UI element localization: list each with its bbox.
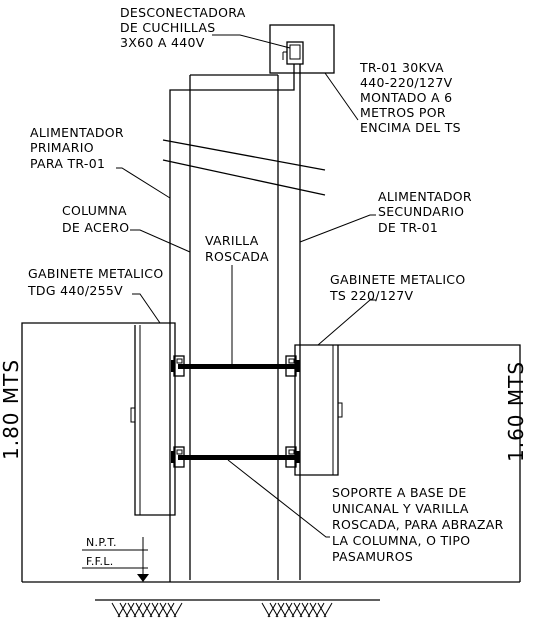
support-label: SOPORTE A BASE DE UNICANAL Y VARILLA ROS… (332, 485, 504, 564)
threaded-rod-lower (171, 446, 300, 468)
disconnector-switch-icon (282, 41, 304, 65)
support-line-2: UNICANAL Y VARILLA (332, 501, 469, 516)
column-break-lines (162, 139, 326, 196)
secondary-feeder-line-2: SECUNDARIO (378, 204, 464, 219)
transformer-label: TR-01 30KVA 440-220/127V MONTADO A 6 MET… (359, 60, 461, 135)
transformer-line-3: MONTADO A 6 (360, 90, 452, 105)
cabinet-ts-line-2: TS 220/127V (329, 288, 413, 303)
cabinet-tdg (21, 322, 176, 582)
steel-column-line-1: COLUMNA (62, 203, 127, 218)
secondary-feeder-label: ALIMENTADOR SECUNDARIO DE TR-01 (378, 189, 472, 235)
support-line-4: LA COLUMNA, O TIPO (332, 533, 470, 548)
npt-label: N.P.T. (86, 536, 117, 549)
steel-column-line-2: DE ACERO (62, 220, 129, 235)
left-height-dimension: 1.80 MTS (0, 359, 23, 460)
threaded-rod-line-2: ROSCADA (205, 249, 269, 264)
cabinet-tdg-line-2: TDG 440/255V (27, 283, 123, 298)
leader-lines (116, 34, 376, 538)
threaded-rod-line-1: VARILLA (205, 233, 259, 248)
level-marker: N.P.T. F.F.L. (82, 536, 149, 582)
secondary-feeder-line-1: ALIMENTADOR (378, 189, 472, 204)
ground-hatch (95, 599, 380, 618)
cabinet-tdg-label: GABINETE METALICO TDG 440/255V (27, 266, 163, 298)
support-line-3: ROSCADA, PARA ABRAZAR (332, 517, 504, 532)
transformer-line-1: TR-01 30KVA (359, 60, 444, 75)
cabinet-ts (294, 344, 521, 582)
disconnector-line-1: DESCONECTADORA (120, 5, 246, 20)
transformer-box (269, 24, 335, 74)
primary-feeder-label: ALIMENTADOR PRIMARIO PARA TR-01 (30, 125, 124, 171)
transformer-line-2: 440-220/127V (360, 75, 453, 90)
cabinet-tdg-line-1: GABINETE METALICO (28, 266, 163, 281)
right-height-dimension: 1.60 MTS (504, 361, 528, 462)
support-line-5: PASAMUROS (332, 549, 413, 564)
primary-feeder-conduit (169, 64, 295, 582)
primary-feeder-line-3: PARA TR-01 (30, 156, 105, 171)
disconnector-line-2: DE CUCHILLAS (120, 20, 216, 35)
transformer-line-5: ENCIMA DEL TS (360, 120, 461, 135)
transformer-line-4: METROS POR (360, 105, 446, 120)
support-line-1: SOPORTE A BASE DE (332, 485, 467, 500)
primary-feeder-line-1: ALIMENTADOR (30, 125, 124, 140)
secondary-feeder-line-3: DE TR-01 (378, 220, 438, 235)
steel-column-label: COLUMNA DE ACERO (62, 203, 129, 235)
disconnector-line-3: 3X60 A 440V (120, 35, 205, 50)
threaded-rod-upper (171, 355, 300, 377)
ffl-label: F.F.L. (86, 555, 114, 568)
steel-column (189, 74, 279, 580)
cabinet-ts-line-1: GABINETE METALICO (330, 272, 465, 287)
primary-feeder-line-2: PRIMARIO (30, 140, 94, 155)
cabinet-ts-label: GABINETE METALICO TS 220/127V (329, 272, 465, 303)
threaded-rod-label: VARILLA ROSCADA (205, 233, 269, 264)
disconnector-label: DESCONECTADORA DE CUCHILLAS 3X60 A 440V (120, 5, 246, 50)
